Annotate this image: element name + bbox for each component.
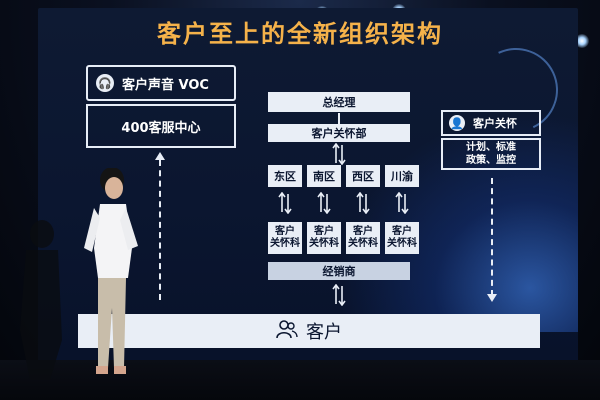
region-south: 南区 [307, 165, 341, 187]
care-section: 客户关怀科 [346, 222, 380, 254]
right-arrow-head [487, 294, 497, 302]
presenter [84, 168, 138, 374]
care-section-line2: 关怀科 [387, 238, 417, 249]
region-west: 西区 [346, 165, 380, 187]
double-arrow-icon [332, 143, 346, 165]
slide-title: 客户至上的全新组织架构 [157, 20, 443, 48]
care-section: 客户关怀科 [385, 222, 419, 254]
left-dashed-arrow [159, 160, 161, 300]
person-icon: 👤 [449, 115, 465, 131]
right-dashed-arrow [491, 178, 493, 296]
double-arrow-icon [278, 192, 292, 214]
double-arrow-icon [395, 192, 409, 214]
region-east: 东区 [268, 165, 302, 187]
care-section-line2: 关怀科 [348, 238, 378, 249]
right-panel-line1: 计划、标准 [466, 142, 516, 153]
org-dept: 客户关怀部 [268, 124, 410, 142]
org-dealer: 经销商 [268, 262, 410, 280]
right-panel-header: 👤 客户关怀 [441, 110, 541, 136]
left-panel-header: 🎧 客户声音 VOC [86, 65, 236, 101]
care-section-line1: 客户 [314, 226, 334, 237]
care-section: 客户关怀科 [268, 222, 302, 254]
customer-bar: 客户 [78, 314, 540, 348]
care-section-line1: 客户 [353, 226, 373, 237]
care-section-line1: 客户 [392, 226, 412, 237]
org-top: 总经理 [268, 92, 410, 112]
double-arrow-icon [317, 192, 331, 214]
double-arrow-icon [356, 192, 370, 214]
care-section-line1: 客户 [275, 226, 295, 237]
double-arrow-icon [332, 284, 346, 306]
people-icon [276, 319, 298, 344]
care-section-line2: 关怀科 [270, 238, 300, 249]
presenter-shadow [20, 220, 62, 380]
left-arrow-head [155, 152, 165, 160]
care-section: 客户关怀科 [307, 222, 341, 254]
org-connector [338, 113, 340, 125]
right-panel-line2: 政策、监控 [466, 155, 516, 166]
right-panel-body: 计划、标准 政策、监控 [441, 138, 541, 170]
region-chuanyu: 川渝 [385, 165, 419, 187]
left-panel-header-text: 客户声音 VOC [122, 77, 209, 93]
care-section-line2: 关怀科 [309, 238, 339, 249]
right-panel-header-text: 客户关怀 [473, 117, 517, 130]
headset-icon: 🎧 [96, 74, 114, 92]
left-panel-body: 400客服中心 [86, 104, 236, 148]
stage-light [575, 34, 589, 48]
customer-bar-label: 客户 [306, 322, 342, 343]
